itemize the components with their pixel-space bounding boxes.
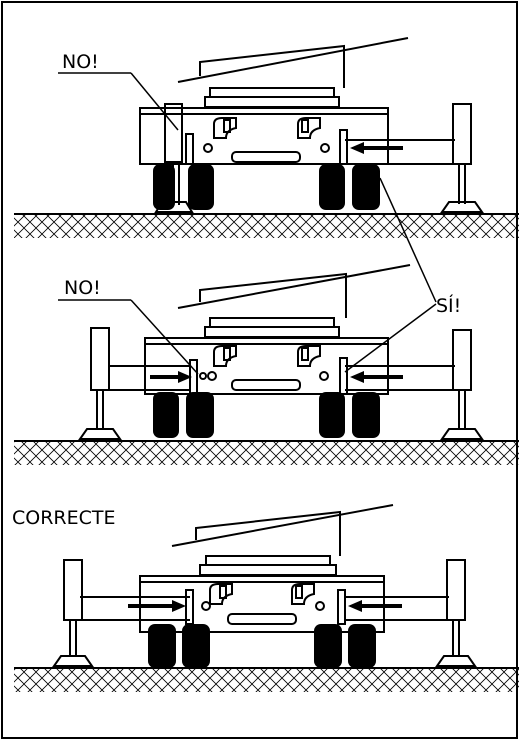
wheels-top bbox=[153, 164, 380, 210]
label-correcte: CORRECTE bbox=[12, 507, 116, 529]
arrow-middle-left bbox=[150, 371, 192, 383]
arrow-bottom-right bbox=[348, 600, 402, 612]
arrow-bottom-left bbox=[128, 600, 186, 612]
machine-bottom bbox=[52, 504, 477, 667]
machine-middle bbox=[78, 264, 484, 440]
machine-top bbox=[139, 37, 484, 213]
label-si: SÍ! bbox=[436, 294, 461, 317]
wheels-middle bbox=[153, 392, 380, 438]
wheels-bottom bbox=[148, 624, 376, 668]
ground-bottom bbox=[14, 667, 519, 692]
ground-middle bbox=[14, 440, 519, 465]
arrow-middle-right bbox=[350, 371, 403, 383]
arrow-top bbox=[350, 142, 403, 154]
label-no-top: NO! bbox=[62, 51, 99, 73]
ground-top bbox=[14, 213, 519, 238]
label-no-middle: NO! bbox=[64, 277, 101, 299]
